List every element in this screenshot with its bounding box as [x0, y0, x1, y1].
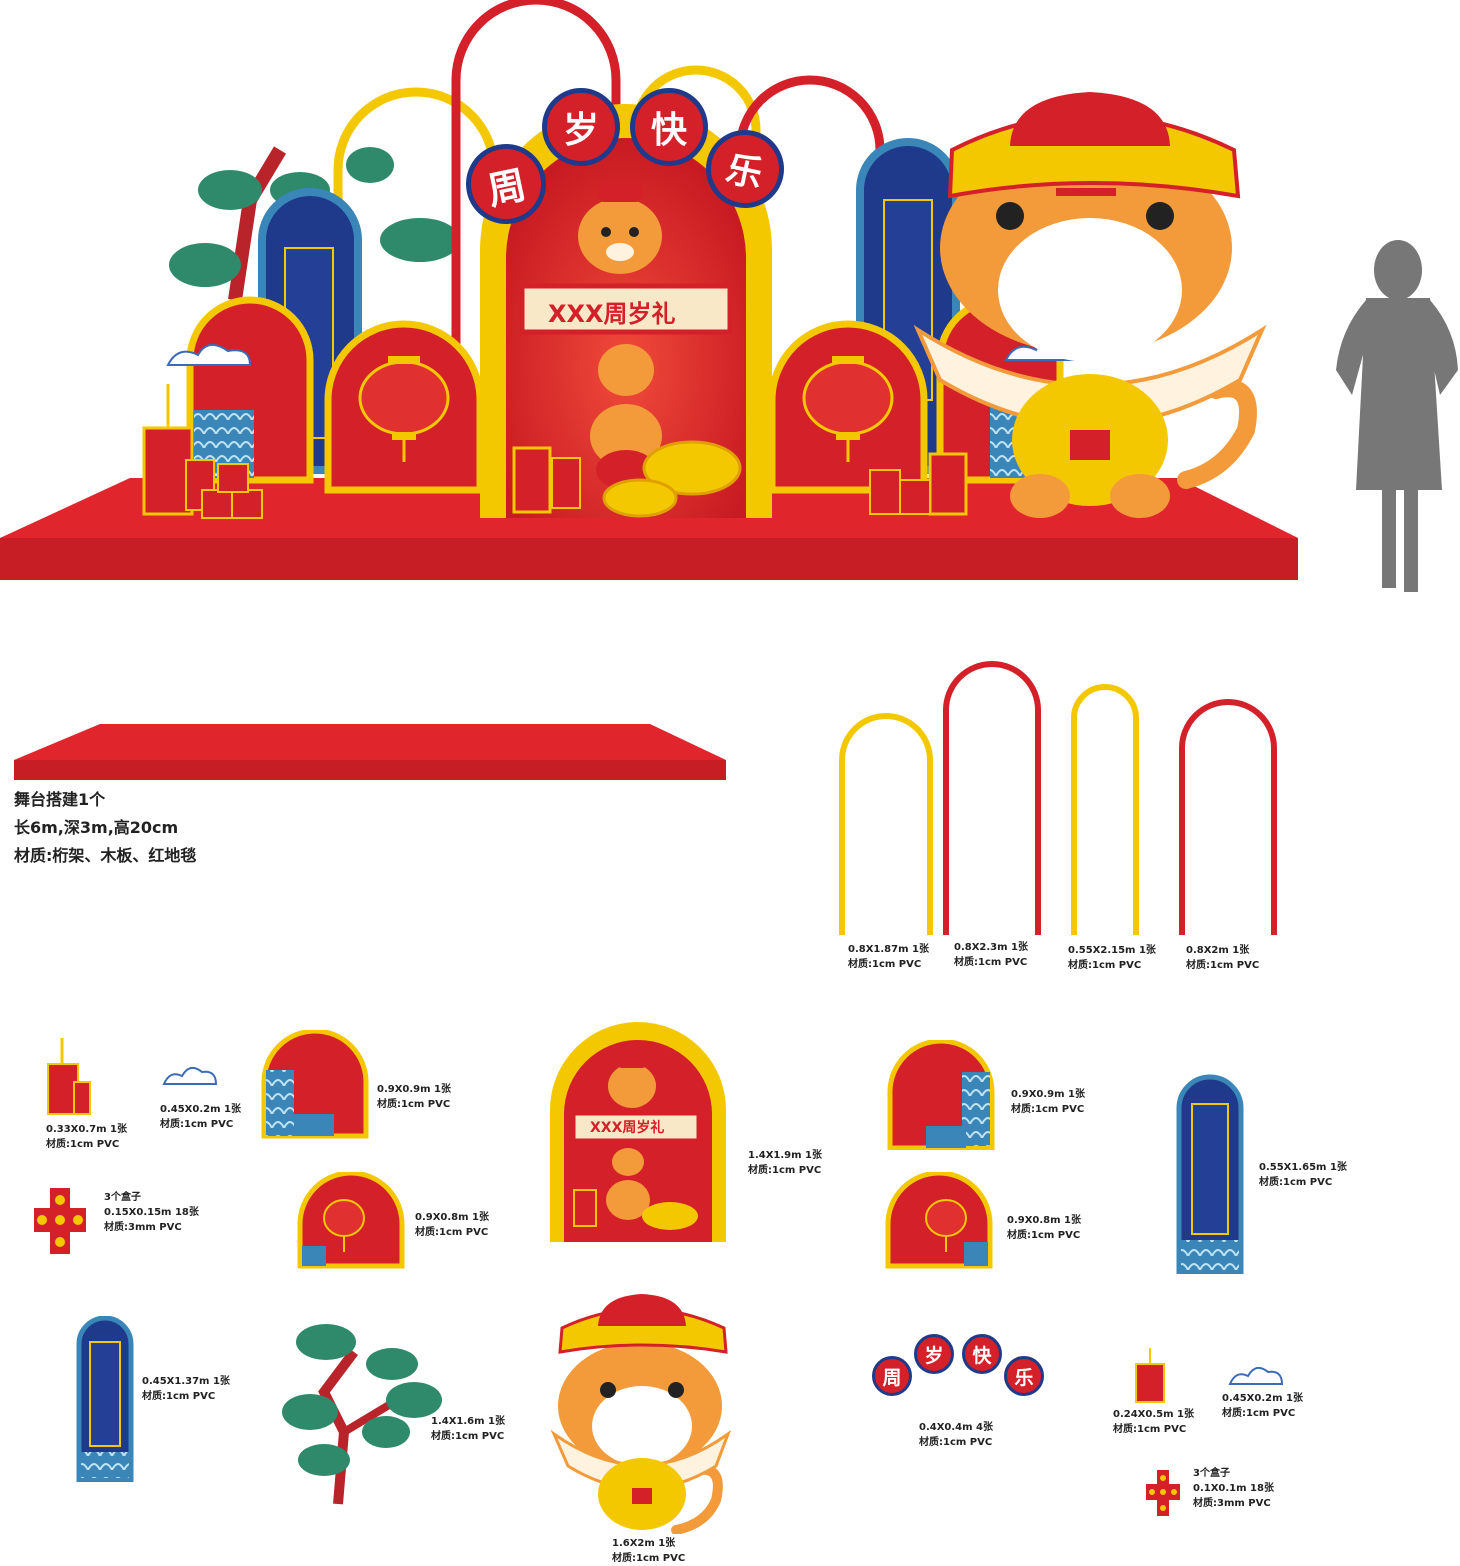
pine-tree-spec: 1.4X1.6m 1张材质:1cm PVC	[431, 1416, 505, 1442]
center-arch-spec: 1.4X1.9m 1张材质:1cm PVC	[748, 1150, 822, 1176]
stage-platform-piece	[14, 724, 726, 780]
arch-red-tall	[451, 0, 621, 470]
stage-spec-line: 长6m,深3m,高20cm	[14, 818, 179, 837]
firecracker-icon	[512, 446, 581, 514]
arch-spec-3: 0.55X2.15m 1张材质:1cm PVC	[1068, 945, 1156, 971]
gold-ingot-icon	[642, 440, 742, 496]
panel-wave-left-spec: 0.9X0.9m 1张材质:1cm PVC	[377, 1084, 451, 1110]
arch-frame-yellow-narrow	[1071, 684, 1139, 935]
panel-lantern-left-spec: 0.9X0.8m 1张材质:1cm PVC	[415, 1212, 489, 1238]
banner-scroll	[519, 283, 733, 335]
cloud-left-spec: 0.45X0.2m 1张材质:1cm PVC	[160, 1104, 241, 1130]
tiger-frame-icon	[913, 92, 1267, 518]
stage-front	[0, 538, 1298, 580]
lantern-icon	[802, 356, 894, 462]
cloud-icon	[162, 1066, 218, 1085]
firecracker-icon	[1135, 1348, 1165, 1403]
lantern-panel-left-piece	[297, 1172, 405, 1269]
blue-arch-tall-piece	[1176, 1074, 1244, 1274]
arch-frame-red	[943, 661, 1041, 935]
center-arch-banner-text: XXX周岁礼	[590, 1120, 665, 1136]
panel-lantern-right-spec: 0.9X0.8m 1张材质:1cm PVC	[1007, 1215, 1081, 1241]
boxes-cross-icon	[1146, 1470, 1180, 1516]
lantern-icon	[358, 356, 450, 462]
firecracker-big-spec: 0.33X0.7m 1张材质:1cm PVC	[46, 1124, 127, 1150]
lantern-panel-right-piece	[885, 1172, 993, 1269]
tiger-frame-spec: 1.6X2m 1张材质:1cm PVC	[612, 1538, 686, 1564]
hero-banner-text: XXX周岁礼	[548, 300, 676, 328]
panel-wave-right-spec: 0.9X0.9m 1张材质:1cm PVC	[1011, 1089, 1085, 1115]
stage-render	[0, 0, 1458, 592]
title-disc-piece: 乐	[1004, 1356, 1044, 1396]
arch-frame-red-right	[1179, 699, 1277, 935]
boxes-cross-icon	[34, 1188, 86, 1254]
wave-panel-right-piece	[887, 1040, 995, 1150]
blue-arch-small-spec: 0.45X1.37m 1张材质:1cm PVC	[142, 1376, 230, 1402]
tiger-icon	[578, 182, 662, 274]
title-disc-piece: 岁	[914, 1334, 954, 1374]
title-disc: 快	[630, 88, 708, 166]
blue-arch-tall-spec: 0.55X1.65m 1张材质:1cm PVC	[1259, 1162, 1347, 1188]
arch-frames	[839, 661, 1277, 935]
stage-spec-line: 材质:桁架、木板、红地毯	[14, 846, 197, 865]
arch-spec-2: 0.8X2.3m 1张材质:1cm PVC	[954, 942, 1028, 968]
arch-yellow-left	[333, 87, 499, 460]
firecracker-icon	[47, 1038, 91, 1115]
firecracker-small-spec: 0.24X0.5m 1张材质:1cm PVC	[1113, 1409, 1194, 1435]
cloud-icon	[166, 344, 252, 366]
arch-spec-4: 0.8X2m 1张材质:1cm PVC	[1186, 945, 1260, 971]
arch-spec-1: 0.8X1.87m 1张材质:1cm PVC	[848, 944, 929, 970]
stage-spec-line: 舞台搭建1个	[14, 790, 106, 809]
arch-red-right	[735, 75, 885, 470]
gold-ingot-icon	[602, 478, 678, 518]
title-disc-piece: 周	[872, 1356, 912, 1396]
arch-frame-yellow	[839, 713, 933, 935]
wave-panel-left-piece	[261, 1030, 369, 1139]
pine-tree-icon	[282, 1324, 442, 1505]
firecracker-icon	[869, 452, 968, 516]
stage-spec: 舞台搭建1个 长6m,深3m,高20cm 材质:桁架、木板、红地毯	[14, 786, 196, 870]
human-silhouette-icon	[1336, 240, 1458, 592]
tiger-frame-icon	[550, 1294, 732, 1534]
center-arch-piece	[550, 1022, 726, 1242]
title-disc: 岁	[542, 88, 620, 166]
blue-arch-small-piece	[76, 1316, 134, 1482]
firecracker-icon	[142, 384, 263, 519]
cloud-icon	[1228, 1366, 1284, 1385]
title-disc-piece: 快	[962, 1334, 1002, 1374]
title-discs-spec: 0.4X0.4m 4张材质:1cm PVC	[919, 1422, 993, 1448]
cloud-right-spec: 0.45X0.2m 1张材质:1cm PVC	[1222, 1393, 1303, 1419]
